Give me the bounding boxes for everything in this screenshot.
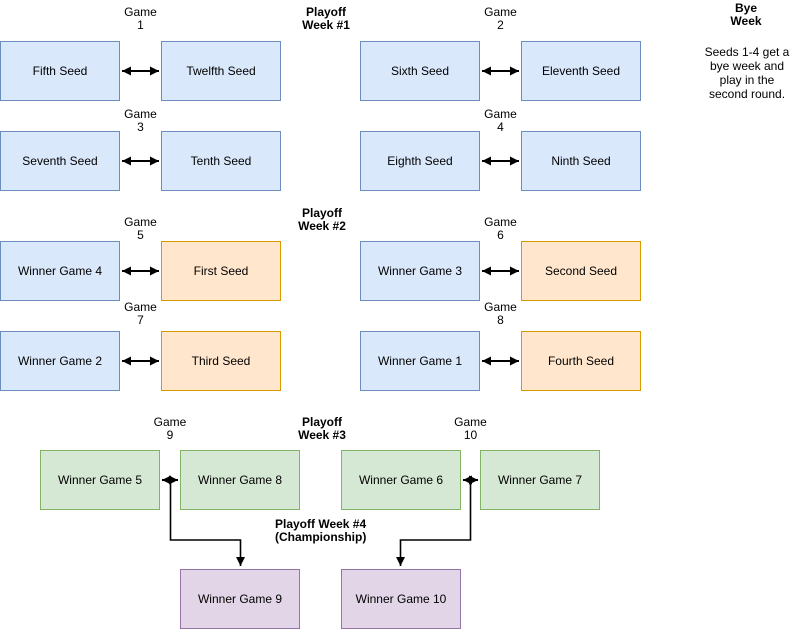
node-third-seed: Third Seed	[161, 331, 281, 391]
node-second-seed: Second Seed	[521, 241, 641, 301]
header-playoff-week-4: Playoff Week #4 (Championship)	[275, 517, 367, 544]
node-eighth-seed: Eighth Seed	[360, 131, 480, 191]
node-eleventh-seed: Eleventh Seed	[521, 41, 641, 101]
node-seventh-seed: Seventh Seed	[0, 131, 120, 191]
header-playoff-week-2: Playoff Week #2	[298, 206, 346, 233]
header-playoff-week-3: Playoff Week #3	[298, 415, 346, 442]
node-fifth-seed: Fifth Seed	[0, 41, 120, 101]
node-ninth-seed: Ninth Seed	[521, 131, 641, 191]
node-winner-game-2: Winner Game 2	[0, 331, 120, 391]
header-playoff-week-1: Playoff Week #1	[302, 5, 350, 32]
node-winner-game-1: Winner Game 1	[360, 331, 480, 391]
bye-week-note: Seeds 1-4 get a bye week and play in the…	[704, 45, 790, 101]
node-winner-game-8: Winner Game 8	[180, 450, 300, 510]
node-fourth-seed: Fourth Seed	[521, 331, 641, 391]
game-9-label: Game 9	[153, 415, 187, 442]
game-1-label: Game 1	[124, 5, 157, 32]
node-tenth-seed: Tenth Seed	[161, 131, 281, 191]
node-twelfth-seed: Twelfth Seed	[161, 41, 281, 101]
game-8-label: Game 8	[484, 300, 517, 327]
node-winner-game-9: Winner Game 9	[180, 569, 300, 629]
connector-game10-to-winner	[396, 481, 472, 566]
node-winner-game-7: Winner Game 7	[480, 450, 600, 510]
node-winner-game-6: Winner Game 6	[341, 450, 461, 510]
node-first-seed: First Seed	[161, 241, 281, 301]
game-7-label: Game 7	[124, 300, 157, 327]
node-winner-game-10: Winner Game 10	[341, 569, 461, 629]
node-winner-game-4: Winner Game 4	[0, 241, 120, 301]
header-bye-week: Bye Week	[730, 1, 762, 28]
game-6-label: Game 6	[484, 215, 517, 242]
game-2-label: Game 2	[484, 5, 517, 32]
game-10-label: Game 10	[454, 415, 487, 442]
connector-game9-to-winner	[169, 481, 245, 566]
game-5-label: Game 5	[124, 215, 157, 242]
game-3-label: Game 3	[124, 107, 157, 134]
game-4-label: Game 4	[484, 107, 517, 134]
node-winner-game-5: Winner Game 5	[40, 450, 160, 510]
node-winner-game-3: Winner Game 3	[360, 241, 480, 301]
node-sixth-seed: Sixth Seed	[360, 41, 480, 101]
